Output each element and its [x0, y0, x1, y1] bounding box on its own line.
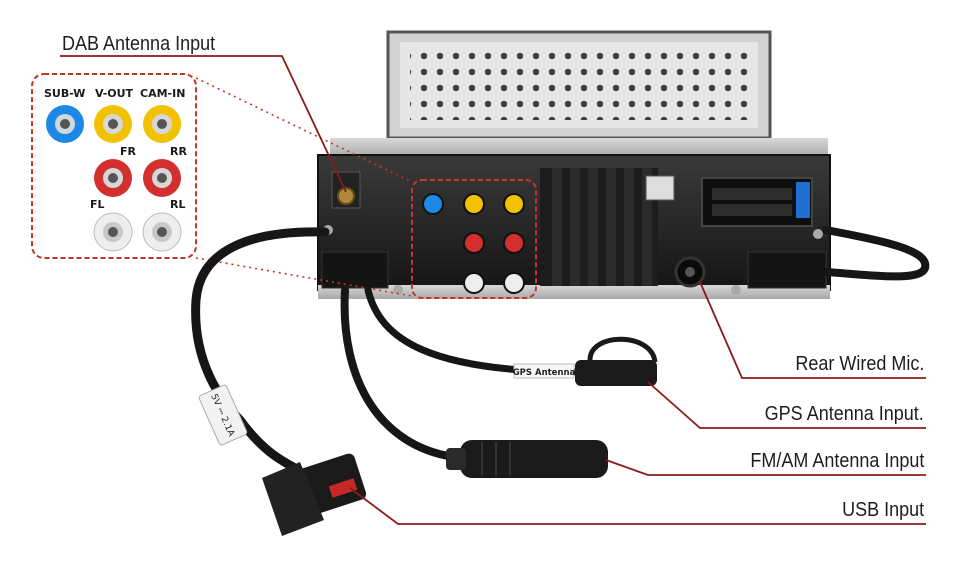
label-sub-w: SUB-W [44, 87, 86, 100]
jack-v-out [94, 105, 132, 143]
leader-usb [349, 487, 926, 525]
rca-highlight-box [411, 179, 537, 299]
label-fr: FR [120, 145, 136, 158]
label-rr: RR [170, 145, 187, 158]
fm-am-connector [446, 440, 608, 478]
label-cam-in: CAM-IN [140, 87, 186, 100]
leader-dab [60, 55, 347, 193]
heatsink [540, 168, 658, 286]
gps-connector [575, 336, 658, 386]
power-loop-cable [822, 226, 930, 281]
usb-connector [262, 453, 367, 536]
fm-am-cable [340, 286, 466, 462]
jack-rr [143, 159, 181, 197]
jack-fl [93, 212, 133, 252]
metal-cover-plate [386, 30, 772, 140]
rear-panel [317, 154, 831, 299]
mic-jack [674, 256, 706, 288]
jack-sub-w [46, 105, 84, 143]
jack-cam-in [143, 105, 181, 143]
leader-mic [699, 281, 926, 379]
zoom-line [195, 77, 413, 183]
cable-exit-right [747, 251, 827, 289]
gps-cable-tag [513, 363, 575, 379]
label-rl: RL [170, 198, 186, 211]
jack-rl [142, 212, 182, 252]
gps-cable [364, 286, 584, 376]
leader-lines [60, 55, 926, 525]
callout-rear-mic: Rear Wired Mic. [794, 353, 924, 375]
chassis-top-lip [330, 138, 828, 158]
inset-jacks [46, 105, 182, 252]
leader-fm-am [605, 459, 926, 476]
usb-power-tag [198, 384, 248, 446]
zoom-line [195, 257, 413, 297]
jack-fr [94, 159, 132, 197]
dab-antenna-socket [331, 171, 361, 209]
callout-fm-am-antenna: FM/AM Antenna Input [749, 450, 924, 472]
screw [731, 285, 741, 295]
label-v-out: V-OUT [95, 87, 134, 100]
steering-connector [645, 175, 675, 201]
gps-cable-tag-text: GPS Antenna [513, 368, 576, 378]
callout-usb-input: USB Input [841, 499, 924, 521]
callout-gps-antenna: GPS Antenna Input. [764, 403, 924, 425]
iso-power-connector [701, 177, 813, 227]
screw [393, 285, 403, 295]
callout-dab-antenna: DAB Antenna Input [62, 33, 216, 55]
leader-gps [647, 381, 926, 429]
rca-jack-panel [422, 193, 525, 294]
label-fl: FL [90, 198, 105, 211]
screw [813, 229, 823, 239]
